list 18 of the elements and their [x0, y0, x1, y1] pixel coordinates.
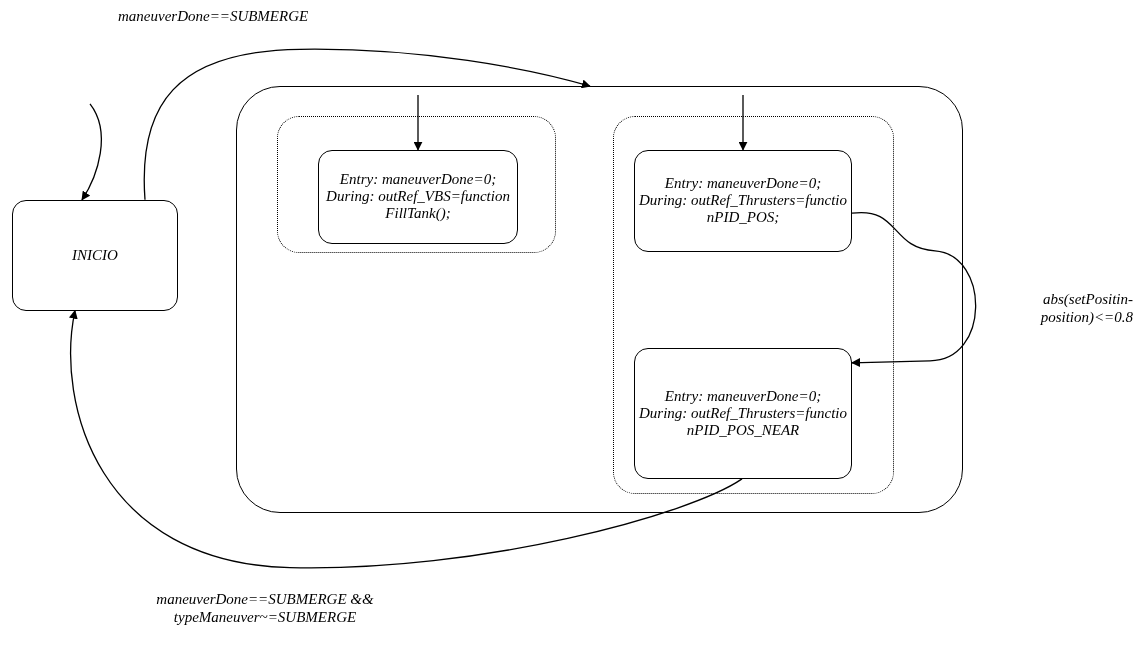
state-action-text: During: outRef_Thrusters=functionPID_POS_NEAR — [637, 404, 848, 439]
state-action-text: During: outRef_VBS=functionFillTank(); — [325, 188, 511, 223]
transition-arrow — [413, 94, 423, 151]
state-box — [634, 149, 852, 252]
transition-arrow — [143, 48, 591, 201]
superstate-box — [236, 86, 963, 514]
state-box — [634, 347, 852, 479]
state-action-text: Entry: maneuverDone=0; — [338, 171, 498, 189]
transition-arrow — [69, 309, 743, 569]
transition-arrow — [738, 94, 748, 151]
state-action-text: Entry: maneuverDone=0; — [663, 387, 823, 405]
state-name: INICIO — [71, 246, 119, 264]
state-action-text: During: outRef_Thrusters=functionPID_POS; — [637, 192, 848, 227]
transition-arrow — [81, 103, 102, 201]
state-box — [12, 199, 178, 311]
transition-arrow — [851, 211, 977, 368]
state-box — [318, 149, 518, 244]
state-action-text: Entry: maneuverDone=0; — [663, 175, 823, 193]
